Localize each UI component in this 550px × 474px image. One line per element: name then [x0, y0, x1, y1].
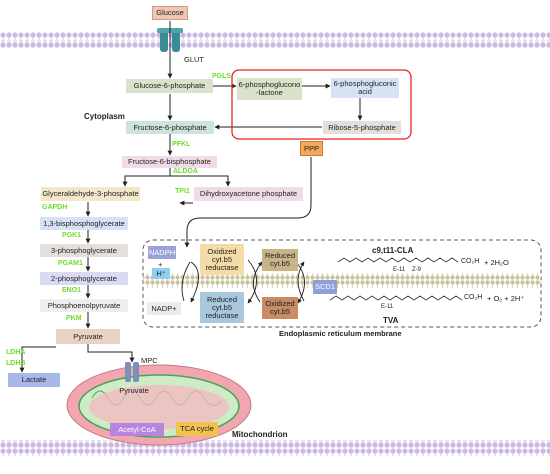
tva-label: TVA	[383, 316, 399, 325]
mito-pyruvate-node: Pyruvate	[119, 386, 149, 395]
tva-e11-label: E-11	[381, 304, 394, 310]
ribose-5-phosphate-node: Ribose-5-phosphate	[323, 121, 401, 134]
enzyme-pfkl: PFKL	[172, 141, 191, 148]
plus-sign: +	[158, 260, 163, 269]
plasma-membrane-bottom	[0, 440, 550, 456]
er-membrane	[143, 273, 541, 288]
h-plus-node: H⁺	[152, 268, 170, 279]
tva-co2h: CO₂H	[464, 294, 483, 301]
cla-co2h: CO₂H	[461, 258, 480, 265]
3-phosphoglycerate-node: 3-phosphoglycerate	[40, 244, 128, 257]
mitochondrion-label: Mitochondrion	[232, 430, 288, 439]
fructose-bisphosphate-node: Fructose-6-bisphosphate	[122, 156, 217, 168]
scd1-node: SCD1	[313, 280, 337, 294]
bisphosphoglycerate-node: 1,3-bisphosphoglycerate	[40, 217, 128, 230]
enzyme-pkm: PKM	[66, 315, 82, 322]
nadph-node: NADPH	[148, 246, 176, 259]
reduced-cytb5-reductase-node: Reduced cyt.b5 reductase	[200, 292, 244, 323]
reduced-cytb5-node: Reduced cyt.b5	[262, 249, 298, 271]
acetyl-coa-node: Acetyl-CoA	[110, 423, 164, 436]
glucose-node: Glucose	[152, 6, 188, 20]
phosphoenolpyruvate-node: Phosphoenolpyruvate	[40, 299, 128, 312]
enzyme-tpi1: TPI1	[175, 188, 190, 195]
glut-transporter-icon	[157, 28, 183, 52]
enzyme-pgam1: PGAM1	[58, 260, 83, 267]
mpc-transporter-icon	[125, 362, 139, 382]
mpc-label: MPC	[141, 356, 158, 365]
enzyme-aldoa: ALDOA	[173, 168, 198, 175]
lactate-node: Lactate	[8, 373, 60, 387]
glucose-6-phosphate-node: Glucose-6-phosphate	[126, 79, 213, 93]
cla-e11-label: E-11	[393, 267, 406, 273]
oxidized-cytb5-line2: cyt.b5	[269, 307, 290, 316]
2-phosphoglycerate-node: 2-phosphoglycerate	[40, 272, 128, 285]
tva-oxygen: + O₂ + 2H⁺	[487, 294, 525, 303]
ppp-frame	[231, 69, 412, 140]
phosphoglucono-lactone-line1: 6-phosphoglucono	[238, 80, 301, 89]
reduced-cytb5-line2: cyt.b5	[269, 259, 290, 268]
oxidized-cytb5-node: Oxidized cyt.b5	[262, 297, 298, 319]
cla-z9-label: Z-9	[412, 267, 421, 273]
er-membrane-label: Endoplasmic reticulum membrane	[279, 329, 402, 338]
phosphoglucono-lactone-line2: -lactone	[256, 88, 283, 97]
phosphogluconic-acid-line1: 6-phosphogluconic	[333, 79, 397, 88]
ppp-node: PPP	[300, 141, 323, 156]
cytoplasm-label: Cytoplasm	[84, 112, 125, 121]
plasma-membrane-top	[0, 32, 550, 48]
oxidized-cytb5-reductase-line2: cyt.b5	[211, 254, 232, 264]
cla-water: + 2H₂O	[484, 258, 509, 267]
enzyme-gapdh: GAPDH	[42, 204, 68, 211]
glut-label: GLUT	[184, 55, 205, 64]
enzyme-pgls: PGLS	[212, 73, 232, 80]
pyruvate-node: Pyruvate	[56, 329, 120, 344]
glyceraldehyde-3-phosphate-node: Glyceraldehyde-3-phosphate	[41, 187, 140, 201]
enzyme-pgk1: PGK1	[62, 232, 82, 239]
reduced-cytb5-line1: Reduced	[264, 251, 296, 260]
oxidized-cytb5-reductase-node: Oxidized cyt.b5 reductase	[200, 244, 244, 275]
oxidized-cytb5-line1: Oxidized	[265, 299, 295, 308]
tca-cycle-node: TCA cycle	[176, 422, 218, 436]
tva-structure	[329, 295, 463, 301]
phosphogluconic-acid-node: 6-phosphogluconic acid	[331, 78, 399, 98]
nadp-plus-node: NADP+	[147, 302, 181, 315]
reduced-cytb5-reductase-line3: reductase	[205, 310, 239, 320]
cla-structure	[337, 257, 459, 263]
cla-label: c9,t11-CLA	[372, 246, 414, 255]
enzyme-eno1: ENO1	[62, 287, 82, 294]
reduced-cytb5-reductase-line2: cyt.b5	[211, 302, 232, 312]
reduced-cytb5-reductase-line1: Reduced	[206, 294, 238, 304]
fructose-6-phosphate-node: Fructose-6-phosphate	[126, 121, 214, 134]
enzyme-ldhb: LDHB	[6, 360, 26, 367]
enzyme-ldha: LDHA	[6, 349, 26, 356]
oxidized-cytb5-reductase-line1: Oxidized	[207, 246, 237, 256]
dihydroxyacetone-phosphate-node: Dihydroxyacetone phosphate	[194, 187, 303, 201]
phosphogluconic-acid-line2: acid	[358, 87, 372, 96]
oxidized-cytb5-reductase-line3: reductase	[205, 262, 239, 272]
phosphoglucono-lactone-node: 6-phosphoglucono -lactone	[237, 78, 302, 100]
